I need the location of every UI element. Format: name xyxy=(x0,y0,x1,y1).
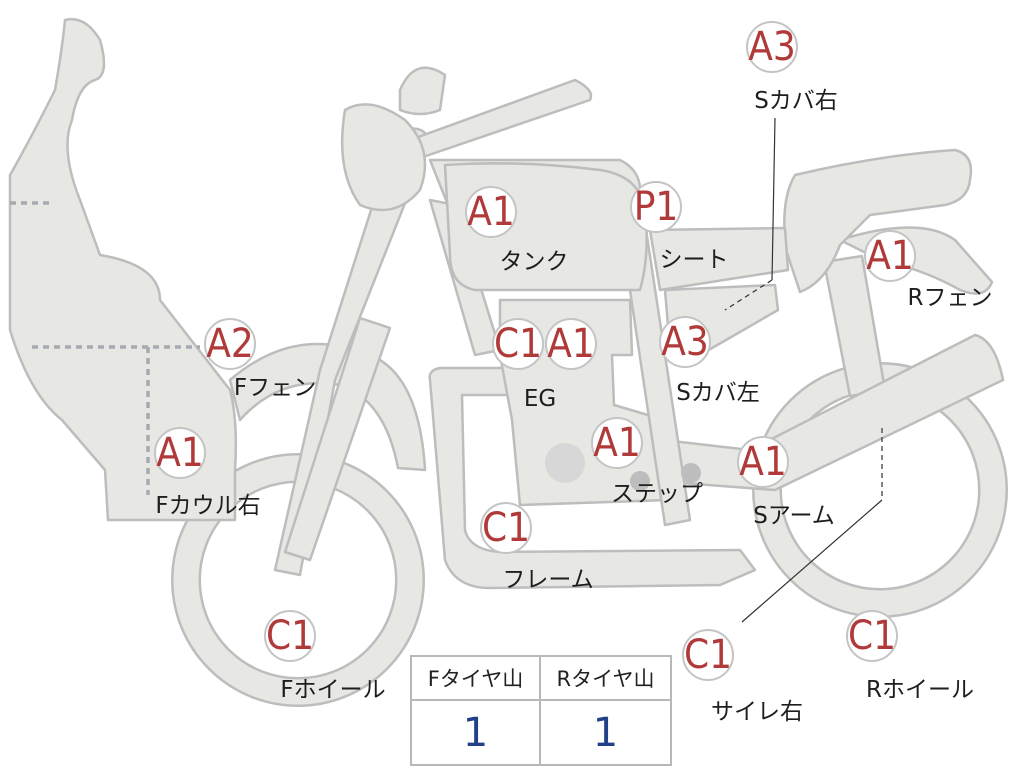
grade-circle xyxy=(465,186,517,238)
handlebar-shape xyxy=(408,78,593,160)
part-label: Sカバ左 xyxy=(676,380,760,406)
part-label: Sカバ右 xyxy=(754,88,838,114)
grade-circle xyxy=(154,427,206,479)
part-label: ステップ xyxy=(611,481,703,507)
grade-circle xyxy=(630,181,682,233)
frame-shape xyxy=(428,366,757,590)
grade-circle xyxy=(737,436,789,488)
part-label: Fフェン xyxy=(234,375,316,401)
front-tyre-value: 1 xyxy=(412,701,541,764)
part-label: Sアーム xyxy=(753,503,835,529)
grade-text: C1 xyxy=(494,321,542,367)
part-label: サイレ右 xyxy=(711,699,803,725)
grade-circle xyxy=(204,318,256,370)
grade-text: A1 xyxy=(739,439,787,485)
grade-circle xyxy=(864,230,916,282)
grade-text: A1 xyxy=(866,233,914,279)
part-label: フレーム xyxy=(502,567,593,593)
grade-text: A2 xyxy=(206,321,254,367)
rear-tyre-value: 1 xyxy=(592,709,619,756)
part-marker-silencer-right: C1 サイレ右 xyxy=(682,629,803,725)
part-label: Fカウル右 xyxy=(155,493,260,519)
cowl-guides xyxy=(10,201,200,495)
grade-circle xyxy=(746,21,798,73)
part-label: EG xyxy=(524,386,556,412)
grade-text: A3 xyxy=(748,24,796,70)
grade-circle xyxy=(846,610,898,662)
part-marker-frame: C1 フレーム xyxy=(480,502,594,593)
engine-details xyxy=(545,443,701,491)
grade-circle xyxy=(492,318,544,370)
mirror-shape xyxy=(398,66,447,116)
part-marker-engine-a: A1 xyxy=(545,318,597,370)
grade-circle xyxy=(591,417,643,469)
grade-circle xyxy=(545,318,597,370)
grade-text: C1 xyxy=(266,613,314,659)
tyre-tread-table: Fタイヤ山 Rタイヤ山 1 1 xyxy=(410,655,672,766)
grade-text: C1 xyxy=(684,632,732,678)
headlight-shape xyxy=(340,103,427,212)
seat-rail-shape xyxy=(648,226,790,292)
part-label: Rフェン xyxy=(908,285,993,311)
part-marker-tank: A1 タンク xyxy=(465,186,569,275)
grade-circle xyxy=(682,629,734,681)
part-label: タンク xyxy=(500,249,569,275)
grade-text: A1 xyxy=(467,189,515,235)
grade-circle xyxy=(264,610,316,662)
grade-text: A1 xyxy=(593,420,641,466)
part-label: Rホイール xyxy=(866,677,974,703)
fork-tube-shape xyxy=(283,316,392,562)
part-label: Fホイール xyxy=(280,677,385,703)
part-label: シート xyxy=(660,247,729,273)
grade-text: C1 xyxy=(482,505,530,551)
front-fender-shape xyxy=(228,342,427,472)
grade-text: A1 xyxy=(547,321,595,367)
front-tyre-header: Fタイヤ山 xyxy=(412,657,541,701)
grade-text: A3 xyxy=(661,319,709,365)
leader-lines xyxy=(724,117,883,623)
front-cowl-shape xyxy=(8,17,238,522)
grade-text: P1 xyxy=(634,184,679,230)
grade-circle xyxy=(659,316,711,368)
rear-tyre-header: Rタイヤ山 xyxy=(541,657,670,701)
part-marker-seat: P1 シート xyxy=(630,181,729,273)
grade-text: C1 xyxy=(848,613,896,659)
part-marker-step: A1 ステップ xyxy=(591,417,703,507)
grade-circle xyxy=(480,502,532,554)
swing-arm-shape xyxy=(613,333,1005,492)
grade-text: A1 xyxy=(156,430,204,476)
